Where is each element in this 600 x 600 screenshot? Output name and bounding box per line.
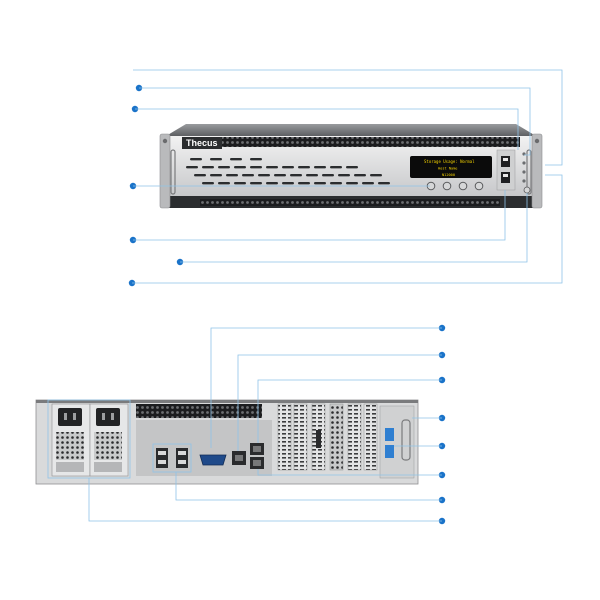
front-slot [266, 166, 278, 169]
usb-port-icon[interactable] [501, 172, 510, 183]
front-slot [346, 166, 358, 169]
front-slot [190, 158, 202, 161]
front-slot [250, 182, 262, 185]
usb-port-icon[interactable] [385, 445, 394, 458]
handle-right [526, 149, 532, 195]
fan-grille-icon [56, 432, 84, 460]
vga-port-icon[interactable] [199, 454, 227, 466]
brand-logo: Thecus [186, 138, 218, 148]
usb-port-icon[interactable] [501, 156, 510, 167]
front-slot [266, 182, 278, 185]
logo-badge [182, 137, 222, 149]
front-slot [322, 174, 334, 177]
front-top-vent [200, 137, 520, 147]
front-bottom-vent [200, 199, 500, 206]
power-button-icon[interactable] [523, 186, 531, 194]
front-slot [306, 174, 318, 177]
front-view: Thecus Storage Usage: Normal Host Name N… [159, 124, 543, 209]
power-socket-icon[interactable] [96, 408, 120, 426]
front-slot [290, 174, 302, 177]
pcie-slot-cover [277, 403, 292, 471]
led-icon [522, 170, 526, 174]
front-slot [298, 182, 310, 185]
front-slot [370, 174, 382, 177]
front-slot [218, 166, 230, 169]
rear-callouts [88, 324, 446, 525]
front-slot [282, 182, 294, 185]
lcd-line-2: Host Name [438, 167, 457, 171]
pcie-slot-cover [293, 403, 308, 471]
pcie-slot-cover [363, 403, 378, 471]
front-slot [194, 174, 206, 177]
front-slot [202, 182, 214, 185]
usb3-bay [379, 405, 415, 479]
front-slot [354, 174, 366, 177]
front-slot [234, 182, 246, 185]
front-slot [218, 182, 230, 185]
lcd-line-3: N12000 [442, 173, 455, 177]
handle-left [170, 149, 176, 195]
lcd-line-1: Storage Usage: Normal [424, 159, 475, 164]
front-slot [210, 158, 222, 161]
rear-view [35, 399, 419, 485]
fan-grille-icon [94, 432, 122, 460]
expansion-port-icon[interactable] [316, 430, 321, 448]
usb-port-icon[interactable] [385, 428, 394, 441]
chassis-top [166, 124, 536, 136]
front-slot [362, 182, 374, 185]
lcd-button-down[interactable] [442, 181, 452, 191]
front-slot [330, 182, 342, 185]
rear-vent [136, 404, 262, 418]
rack-ear-right [531, 133, 543, 209]
front-slot [250, 166, 262, 169]
front-slot [250, 158, 262, 161]
psu-2 [89, 403, 129, 477]
front-slot [258, 174, 270, 177]
front-slot [202, 166, 214, 169]
power-socket-icon[interactable] [58, 408, 82, 426]
rear-handle [401, 419, 411, 461]
front-slot [314, 166, 326, 169]
lcd-display [410, 156, 492, 178]
pcie-slot-cover [347, 403, 362, 471]
front-slot [314, 182, 326, 185]
front-callouts [128, 69, 563, 287]
rack-ear-left [159, 133, 171, 209]
rack-screw-icon [534, 138, 540, 144]
front-decorative-slots [186, 158, 390, 185]
psu-1 [51, 403, 91, 477]
lcd-buttons [426, 181, 484, 191]
front-slot [282, 166, 294, 169]
pcie-slot-cover [329, 403, 344, 471]
front-slot [378, 182, 390, 185]
front-slot [230, 158, 242, 161]
front-slot [338, 174, 350, 177]
front-slot [274, 174, 286, 177]
front-slot [330, 166, 342, 169]
led-icon [522, 179, 526, 183]
lcd-button-escape[interactable] [474, 181, 484, 191]
rack-screw-icon [162, 138, 168, 144]
lcd-button-enter[interactable] [458, 181, 468, 191]
pcie-slots [277, 403, 378, 471]
front-slot [242, 174, 254, 177]
front-slot [186, 166, 198, 169]
front-slot [210, 174, 222, 177]
front-slot [226, 174, 238, 177]
front-slot [298, 166, 310, 169]
front-slot [234, 166, 246, 169]
front-slot [346, 182, 358, 185]
led-icon [522, 161, 526, 165]
